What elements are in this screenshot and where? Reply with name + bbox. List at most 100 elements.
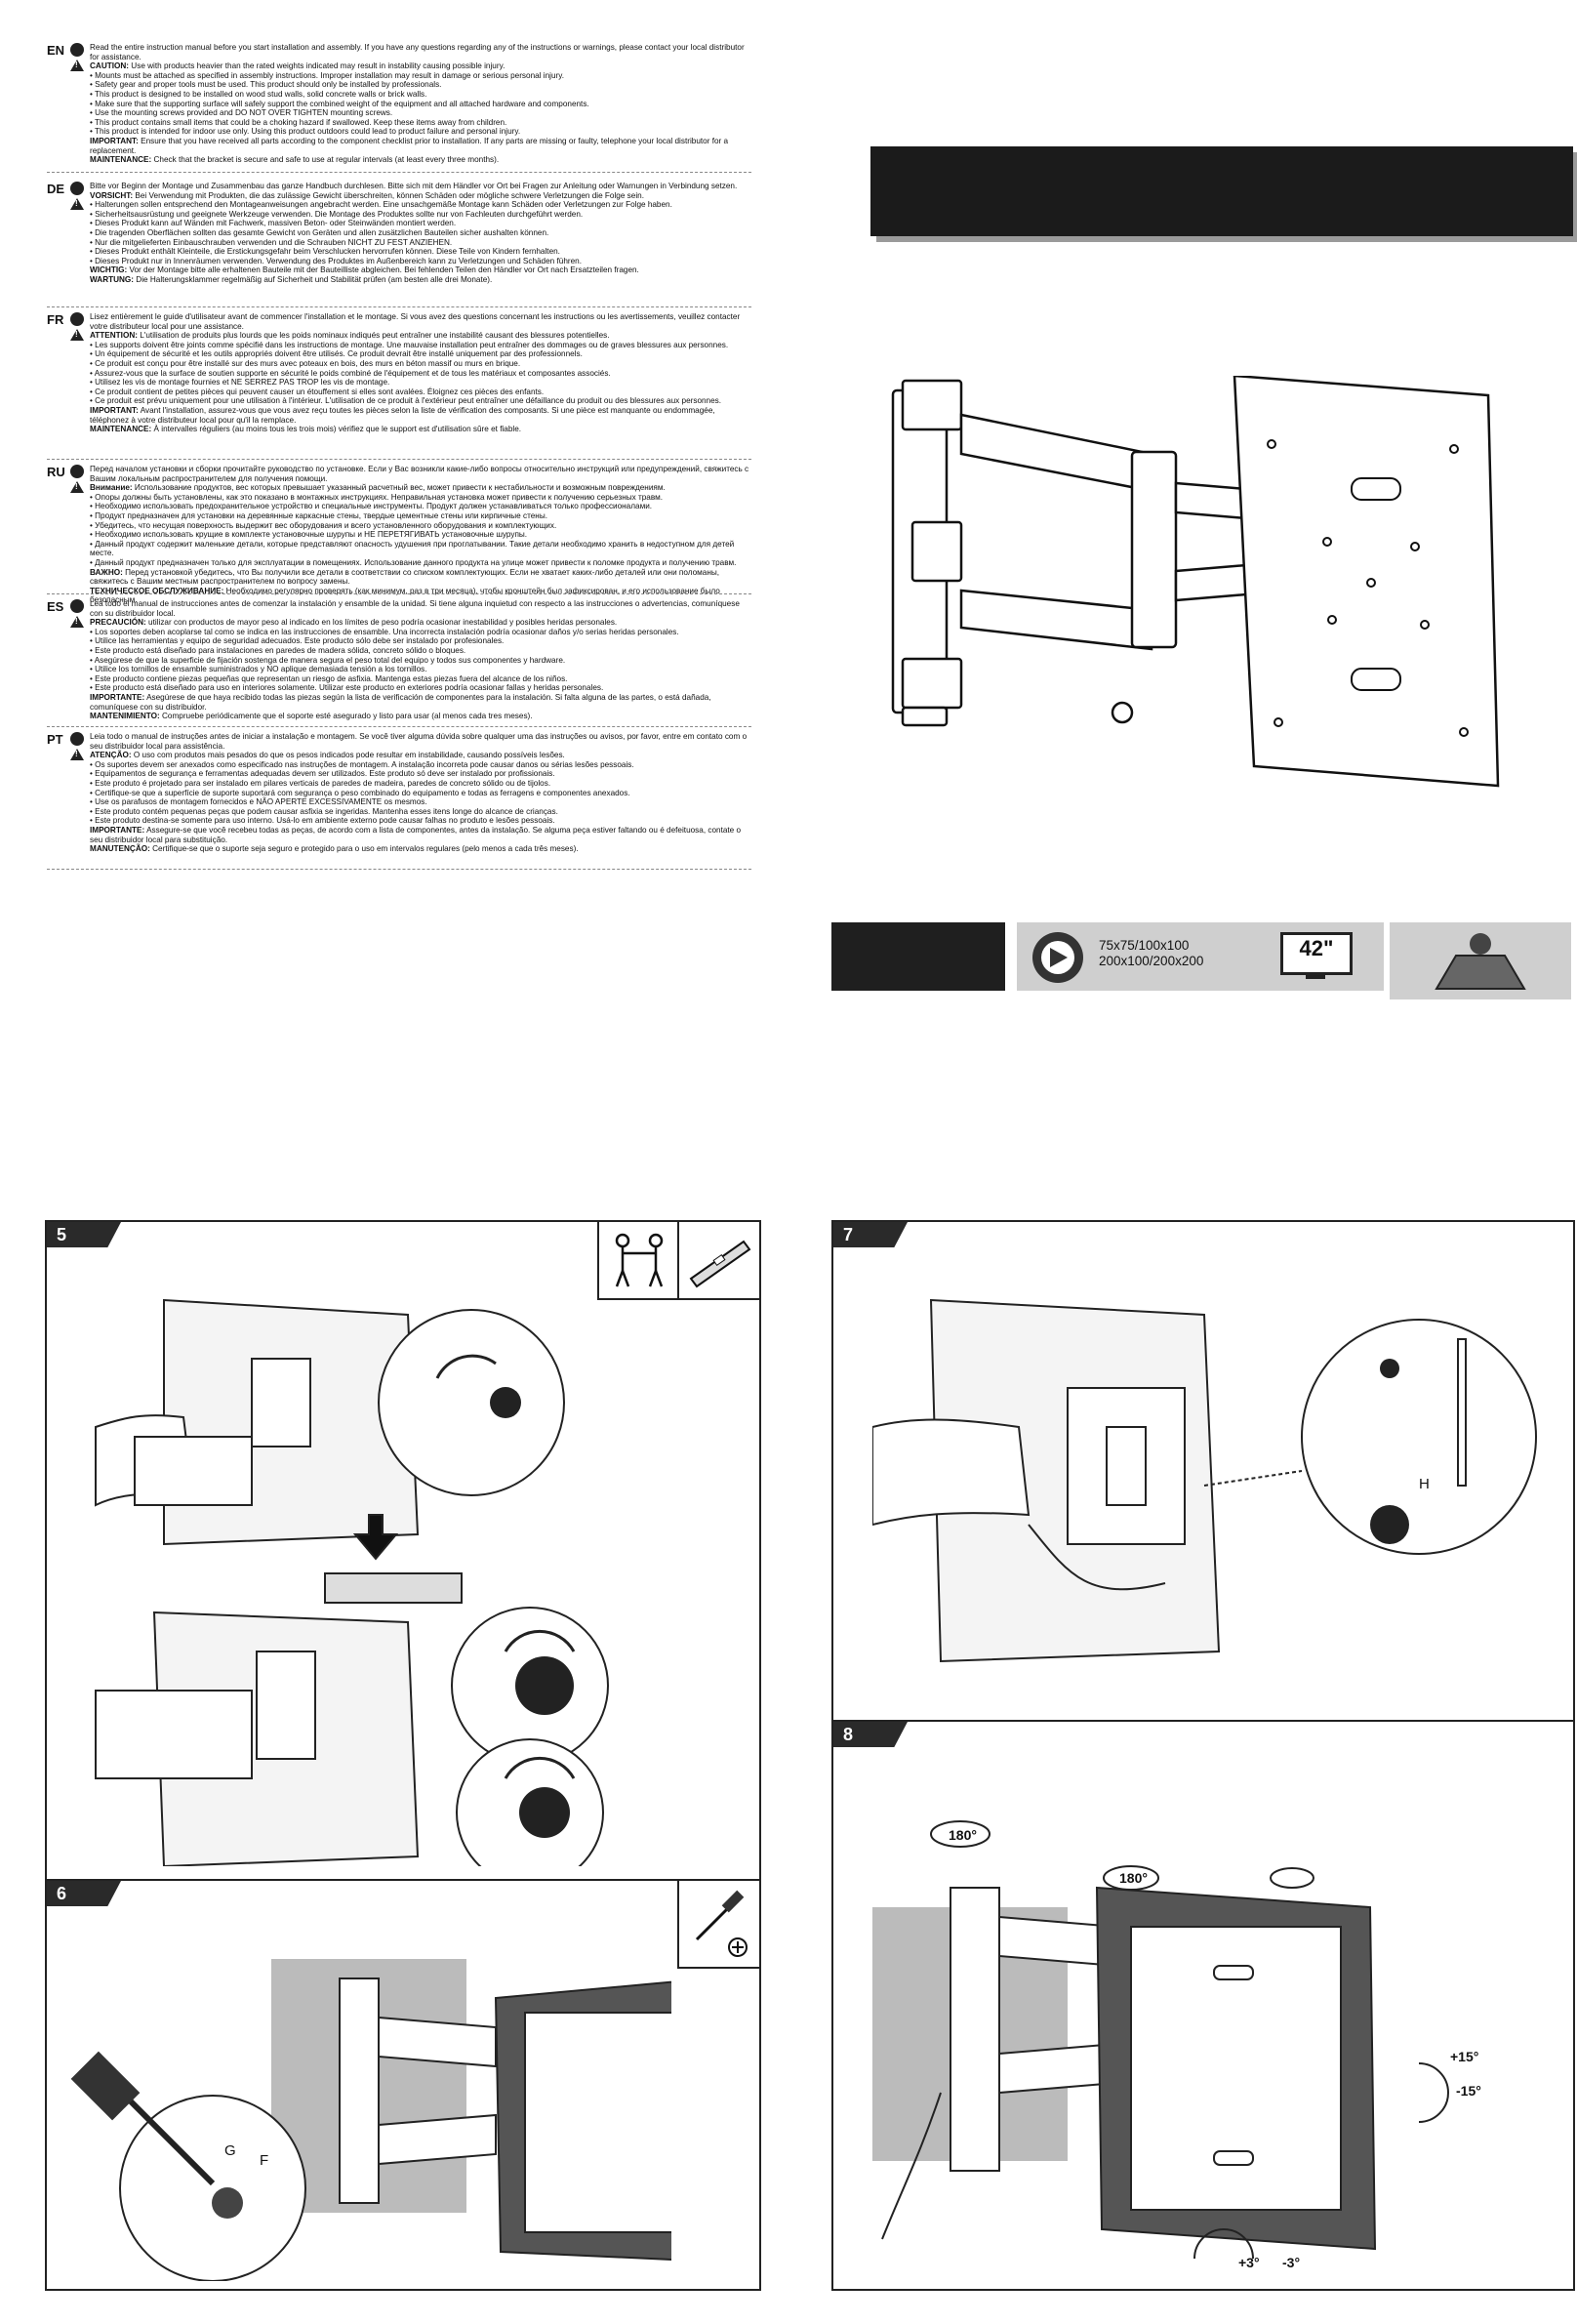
lang-block-ru: RU Перед началом установки и сборки прочи… [47,465,751,604]
warning-line: Lisez entièrement le guide d'utilisateur… [90,312,741,331]
warning-line: Внимание: Использование продуктов, вес к… [90,483,666,493]
tools-screwdriver-box [677,1881,759,1969]
screwdriver-icon [695,1890,748,1957]
read-manual-icon [70,599,84,613]
read-manual-icon [70,182,84,195]
part-label-g: G [224,2142,236,2159]
lang-code: DE [47,182,65,196]
warning-line: • Este produto contém pequenas peças que… [90,806,558,816]
warning-line: • Необходимо использовать предохранитель… [90,502,653,511]
warning-line: Read the entire instruction manual befor… [90,43,745,61]
lang-text: Read the entire instruction manual befor… [90,43,751,165]
spec-black-tab [831,922,1005,991]
level-minus-label: -3° [1282,2255,1301,2270]
step-7-panel: 7 H [831,1220,1575,1724]
warning-line: MAINTENANCE: À intervalles réguliers (au… [90,425,522,434]
warning-line: • Utilisez les vis de montage fournies e… [90,378,390,387]
warning-line: • Assurez-vous que la surface de soutien… [90,368,611,378]
warning-line: • Необходимо использовать крущие в компл… [90,530,528,540]
warning-line: • Asegúrese de que la superficie de fija… [90,655,566,665]
warning-line: • Опоры должны быть установлены, как это… [90,492,663,502]
warning-line: • Los soportes deben acoplarse tal como … [90,627,679,636]
warning-line: PRECAUCIÓN: utilizar con productos de ma… [90,618,618,628]
vesa-line-1: 75x75/100x100 [1099,938,1190,953]
vesa-line-2: 200x100/200x200 [1099,954,1204,968]
warning-triangle-icon [70,329,84,341]
step-5-panel: 5 [45,1220,761,1883]
read-manual-icon [70,43,84,57]
warning-line: • Nur die mitgelieferten Einbauschrauben… [90,237,453,247]
lang-block-de: DE Bitte vor Beginn der Montage und Zusam… [47,182,751,303]
screen-size-label: 42" [1299,936,1334,960]
section-divider [47,869,751,870]
lang-text: Leia todo o manual de instruções antes d… [90,732,751,854]
swivel-180-left: 180° [949,1827,977,1843]
two-person-icon [615,1233,664,1287]
lang-text: Lea todo el manual de instrucciones ante… [90,599,751,721]
warning-line: • Safety gear and proper tools must be u… [90,80,442,90]
step-7-number: 7 [833,1222,908,1247]
warning-line: • Les supports doivent être joints comme… [90,340,729,349]
warning-line: ATENÇÃO: O uso com produtos mais pesados… [90,751,565,760]
warning-line: WARTUNG: Die Halterungsklammer regelmäßi… [90,274,493,284]
warning-line: • Dieses Produkt nur in Innenräumen verw… [90,256,582,265]
warning-line: • Certifique-se que a superfície de supo… [90,788,630,797]
warning-triangle-icon [70,749,84,760]
warning-line: IMPORTANTE: Assegure-se que você recebeu… [90,825,742,844]
section-divider [47,459,751,460]
step-5-number: 5 [47,1222,121,1247]
screen-size-spec: 42" [1239,922,1384,991]
part-label-h: H [1419,1476,1430,1492]
product-illustration [891,376,1500,788]
part-label-f: F [260,2152,269,2169]
warning-line: • Utilice los tornillos de ensamble sumi… [90,665,427,674]
step-7-illustration [872,1298,1537,1663]
lang-code: FR [47,312,64,327]
step-5-illustration [95,1298,609,1866]
warning-line: • This product is designed to be install… [90,89,427,99]
warning-line: • Ce produit est prévu uniquement pour u… [90,396,722,406]
warning-line: • Este produto destina-se somente para u… [90,816,555,826]
spirit-level-icon [689,1240,751,1288]
tilt-down-label: -15° [1456,2083,1481,2099]
warning-triangle-icon [70,60,84,71]
warning-line: WICHTIG: Vor der Montage bitte alle erha… [90,265,639,275]
lang-block-fr: FR Lisez entièrement le guide d'utilisate… [47,312,751,455]
lang-code: EN [47,43,65,58]
warning-line: • Utilice las herramientas y equipo de s… [90,636,505,646]
lang-code: PT [47,732,63,747]
warning-line: • Este producto contiene piezas pequeñas… [90,673,568,683]
weight-spec [1390,922,1571,999]
warning-line: • Mounts must be attached as specified i… [90,70,565,80]
tilt-up-label: +15° [1450,2049,1479,2064]
section-divider [47,306,751,307]
warning-triangle-icon [70,616,84,628]
warning-line: • Dieses Produkt enthält Kleinteile, die… [90,247,560,257]
step-6-panel: 6 G F [45,1879,761,2291]
warning-line: • Use the mounting screws provided and D… [90,108,393,118]
warning-line: Lea todo el manual de instrucciones ante… [90,599,740,618]
warning-line: • Ce produit est conçu pour être install… [90,358,521,368]
lang-code: RU [47,465,65,479]
warning-line: ТЕХНИЧЕСКОЕ ОБСЛУЖИВАНИЕ: Необходимо рег… [90,586,720,605]
step-8-illustration [872,1820,1449,2260]
warning-line: IMPORTANTE: Asegúrese de que haya recibi… [90,692,711,712]
tools-two-person-box [597,1222,679,1300]
title-banner [870,146,1573,236]
step-6-number: 6 [47,1881,121,1906]
warning-line: MANUTENÇÃO: Certifique-se que o suporte … [90,844,579,854]
read-manual-icon [70,312,84,326]
warning-triangle-icon [70,481,84,493]
warning-line: • Os suportes devem ser anexados como es… [90,759,634,769]
warning-line: • Make sure that the supporting surface … [90,99,589,108]
warning-line: • Ce produit contient de petites pièces … [90,387,545,396]
swivel-180-center: 180° [1119,1870,1148,1886]
lang-text: Перед началом установки и сборки прочита… [90,465,751,605]
vesa-icon [1032,932,1083,983]
warning-line: • Equipamentos de segurança e ferramenta… [90,769,555,779]
weight-icon [1435,933,1526,990]
lang-text: Bitte vor Beginn der Montage und Zusamme… [90,182,751,285]
step-6-illustration [70,1959,671,2281]
warning-line: • Убедитесь, что несущая поверхность выд… [90,520,557,530]
warning-line: • Este producto está diseñado para insta… [90,645,466,655]
